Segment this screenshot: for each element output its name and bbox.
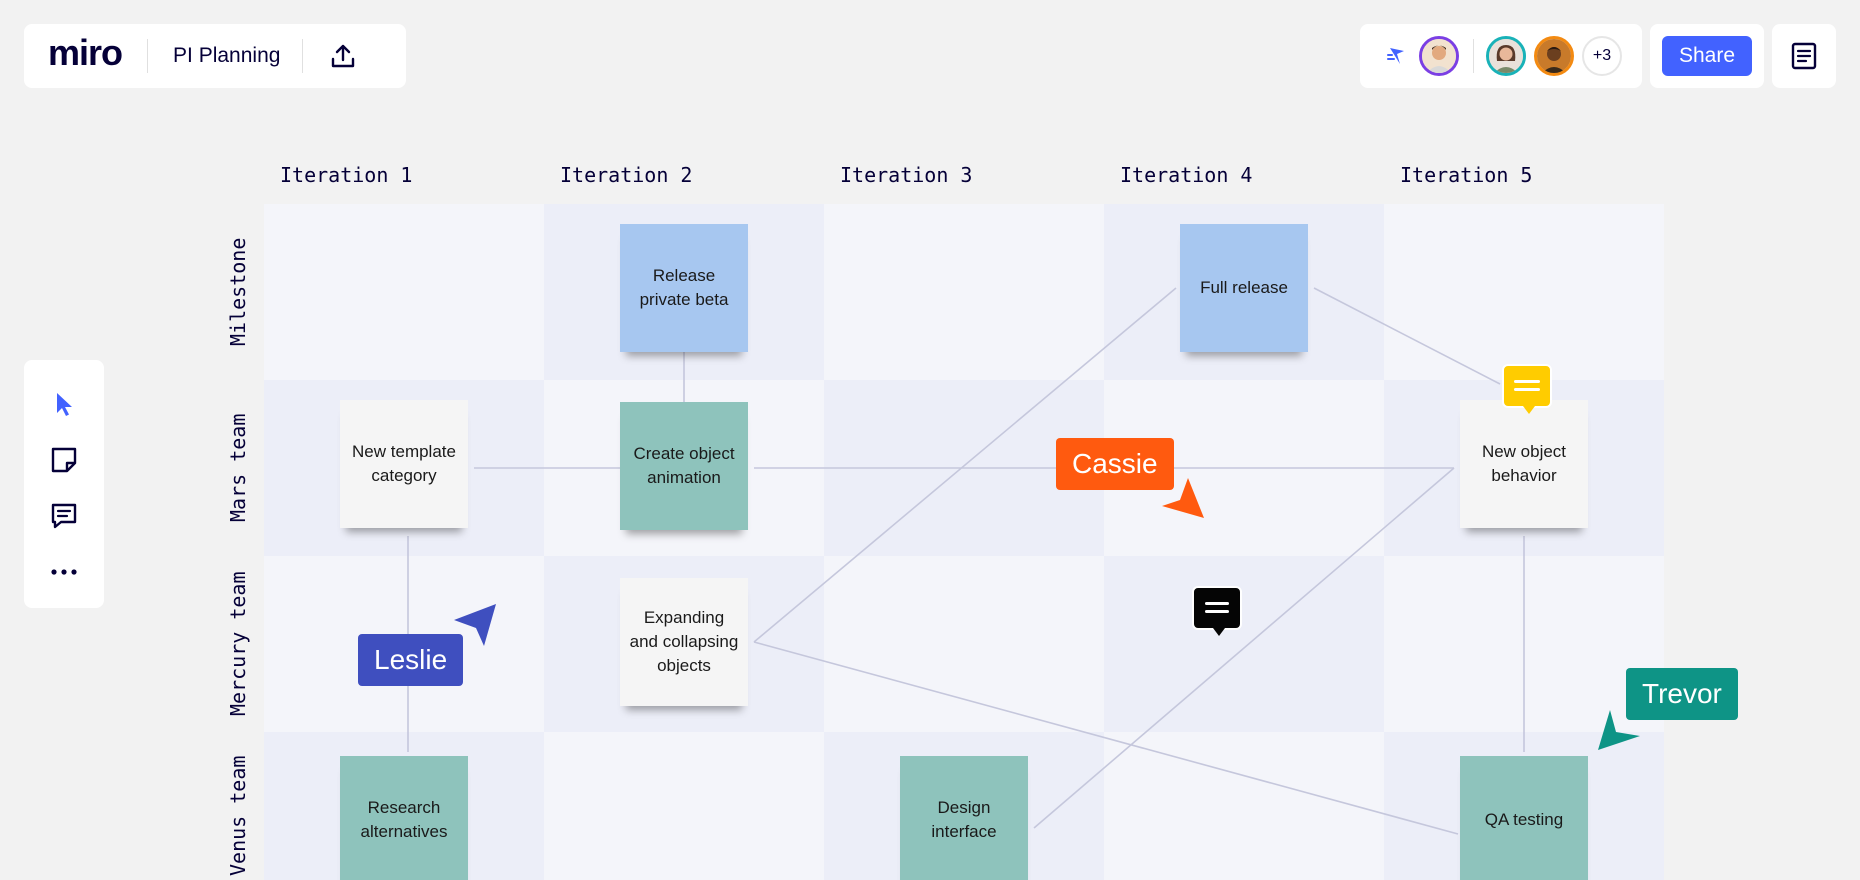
cursor-arrow-icon	[1598, 710, 1640, 750]
share-button[interactable]: Share	[1662, 36, 1752, 76]
upload-button[interactable]	[323, 36, 363, 76]
column-header-iteration-5: Iteration 5	[1400, 163, 1533, 187]
grid-cell	[1104, 732, 1384, 880]
sticky-note[interactable]: New object behavior	[1460, 400, 1588, 528]
column-header-iteration-4: Iteration 4	[1120, 163, 1253, 187]
share-panel: Share	[1650, 24, 1764, 88]
sticky-note[interactable]: New template category	[340, 400, 468, 528]
left-toolbar	[24, 360, 104, 608]
divider	[302, 39, 304, 73]
collaborator-cursor-label-cassie: Cassie	[1056, 438, 1174, 490]
miro-logo: miro	[48, 32, 123, 73]
board-title[interactable]: PI Planning	[173, 44, 281, 67]
comment-bubble[interactable]	[1192, 586, 1242, 636]
avatar[interactable]	[1419, 36, 1459, 76]
cursor-arrow-icon	[1162, 478, 1204, 518]
grid-cell	[824, 556, 1104, 732]
sticky-note[interactable]: QA testing	[1460, 756, 1588, 880]
cursor-mode-button[interactable]	[1385, 44, 1409, 68]
select-tool[interactable]	[44, 384, 84, 424]
collaborator-cursor-label-trevor: Trevor	[1626, 668, 1738, 720]
column-header-iteration-1: Iteration 1	[280, 163, 413, 187]
cursor-arrow-icon	[454, 604, 496, 646]
sticky-note[interactable]: Design interface	[900, 756, 1028, 880]
avatar[interactable]	[1486, 36, 1526, 76]
divider	[147, 39, 149, 73]
comment-icon	[51, 503, 77, 529]
notes-icon	[1791, 42, 1817, 70]
connector-release-expanding	[753, 287, 1177, 643]
divider	[1473, 39, 1474, 73]
sticky-note[interactable]: Expanding and collapsing objects	[620, 578, 748, 706]
sticky-note[interactable]: Release private beta	[620, 224, 748, 352]
column-header-iteration-3: Iteration 3	[840, 163, 973, 187]
sticky-note-icon	[51, 447, 77, 473]
comment-icon	[1514, 380, 1540, 391]
avatar[interactable]	[1534, 36, 1574, 76]
more-tools-button[interactable]	[44, 552, 84, 592]
cursor-tracking-icon	[1387, 48, 1404, 64]
grid-cell	[1384, 204, 1664, 380]
collaborator-cursor-label-leslie: Leslie	[358, 634, 464, 686]
grid-cell	[544, 732, 824, 880]
upload-icon	[332, 44, 355, 68]
sticky-note[interactable]: Full release	[1180, 224, 1308, 352]
collaborators-panel: +3	[1360, 24, 1642, 88]
comment-icon	[1205, 602, 1229, 613]
sticky-note[interactable]: Research alternatives	[340, 756, 468, 880]
select-pointer-icon	[57, 393, 72, 416]
connector-expanding-qa	[753, 641, 1459, 835]
comment-tool[interactable]	[44, 496, 84, 536]
grid-cell	[264, 204, 544, 380]
more-collaborators-count[interactable]: +3	[1582, 36, 1622, 76]
sticky-note-tool[interactable]	[44, 440, 84, 480]
more-dots-icon	[51, 569, 77, 575]
connector-release-behavior	[1313, 287, 1501, 385]
sticky-note[interactable]: Create object animation	[620, 402, 748, 530]
notes-button[interactable]	[1772, 24, 1836, 88]
grid-cell	[824, 204, 1104, 380]
connector-behavior-design	[1033, 467, 1455, 829]
comment-bubble[interactable]	[1502, 364, 1552, 414]
top-left-panel: miro PI Planning	[24, 24, 406, 88]
column-header-iteration-2: Iteration 2	[560, 163, 693, 187]
grid-cell	[1104, 556, 1384, 732]
